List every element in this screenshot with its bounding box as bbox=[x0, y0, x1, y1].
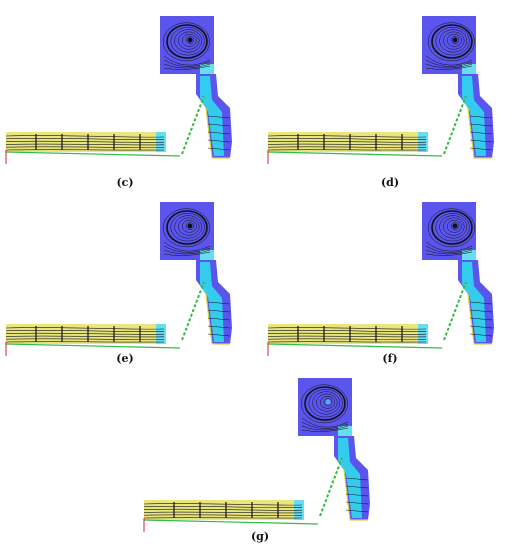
injection-jet bbox=[444, 96, 466, 154]
tube-bottom-edge bbox=[6, 152, 180, 156]
chamber-corner bbox=[462, 250, 476, 260]
vortex-core bbox=[453, 38, 458, 43]
injection-jet bbox=[182, 282, 204, 340]
injection-jet bbox=[182, 96, 204, 154]
chamber-corner bbox=[200, 250, 214, 260]
flow-diagram-c bbox=[0, 10, 260, 180]
panel-g bbox=[138, 372, 398, 552]
flow-diagram-d bbox=[262, 10, 522, 180]
vortex-core bbox=[188, 224, 193, 229]
panel-c bbox=[0, 10, 260, 190]
panel-d bbox=[262, 10, 522, 190]
tube-bottom-edge bbox=[268, 152, 442, 156]
panel-e bbox=[0, 196, 260, 376]
tube-bottom-edge bbox=[6, 344, 180, 348]
chamber-corner bbox=[462, 64, 476, 74]
caption-g: (g) bbox=[230, 530, 290, 544]
tube-bottom-edge bbox=[268, 344, 442, 348]
flow-diagram-g bbox=[138, 372, 398, 542]
flow-diagram-e bbox=[0, 196, 260, 366]
vortex-core bbox=[326, 400, 331, 405]
caption-f: (f) bbox=[360, 352, 420, 366]
caption-e: (e) bbox=[95, 352, 155, 366]
chamber-corner bbox=[200, 64, 214, 74]
injection-jet bbox=[444, 282, 466, 340]
caption-c: (c) bbox=[95, 176, 155, 190]
chamber-corner bbox=[338, 426, 352, 436]
vortex-core bbox=[188, 38, 193, 43]
injection-jet bbox=[320, 458, 342, 516]
panel-f bbox=[262, 196, 522, 376]
flow-diagram-f bbox=[262, 196, 522, 366]
tube-bottom-edge bbox=[144, 520, 318, 524]
caption-d: (d) bbox=[360, 176, 420, 190]
vortex-core bbox=[453, 224, 458, 229]
